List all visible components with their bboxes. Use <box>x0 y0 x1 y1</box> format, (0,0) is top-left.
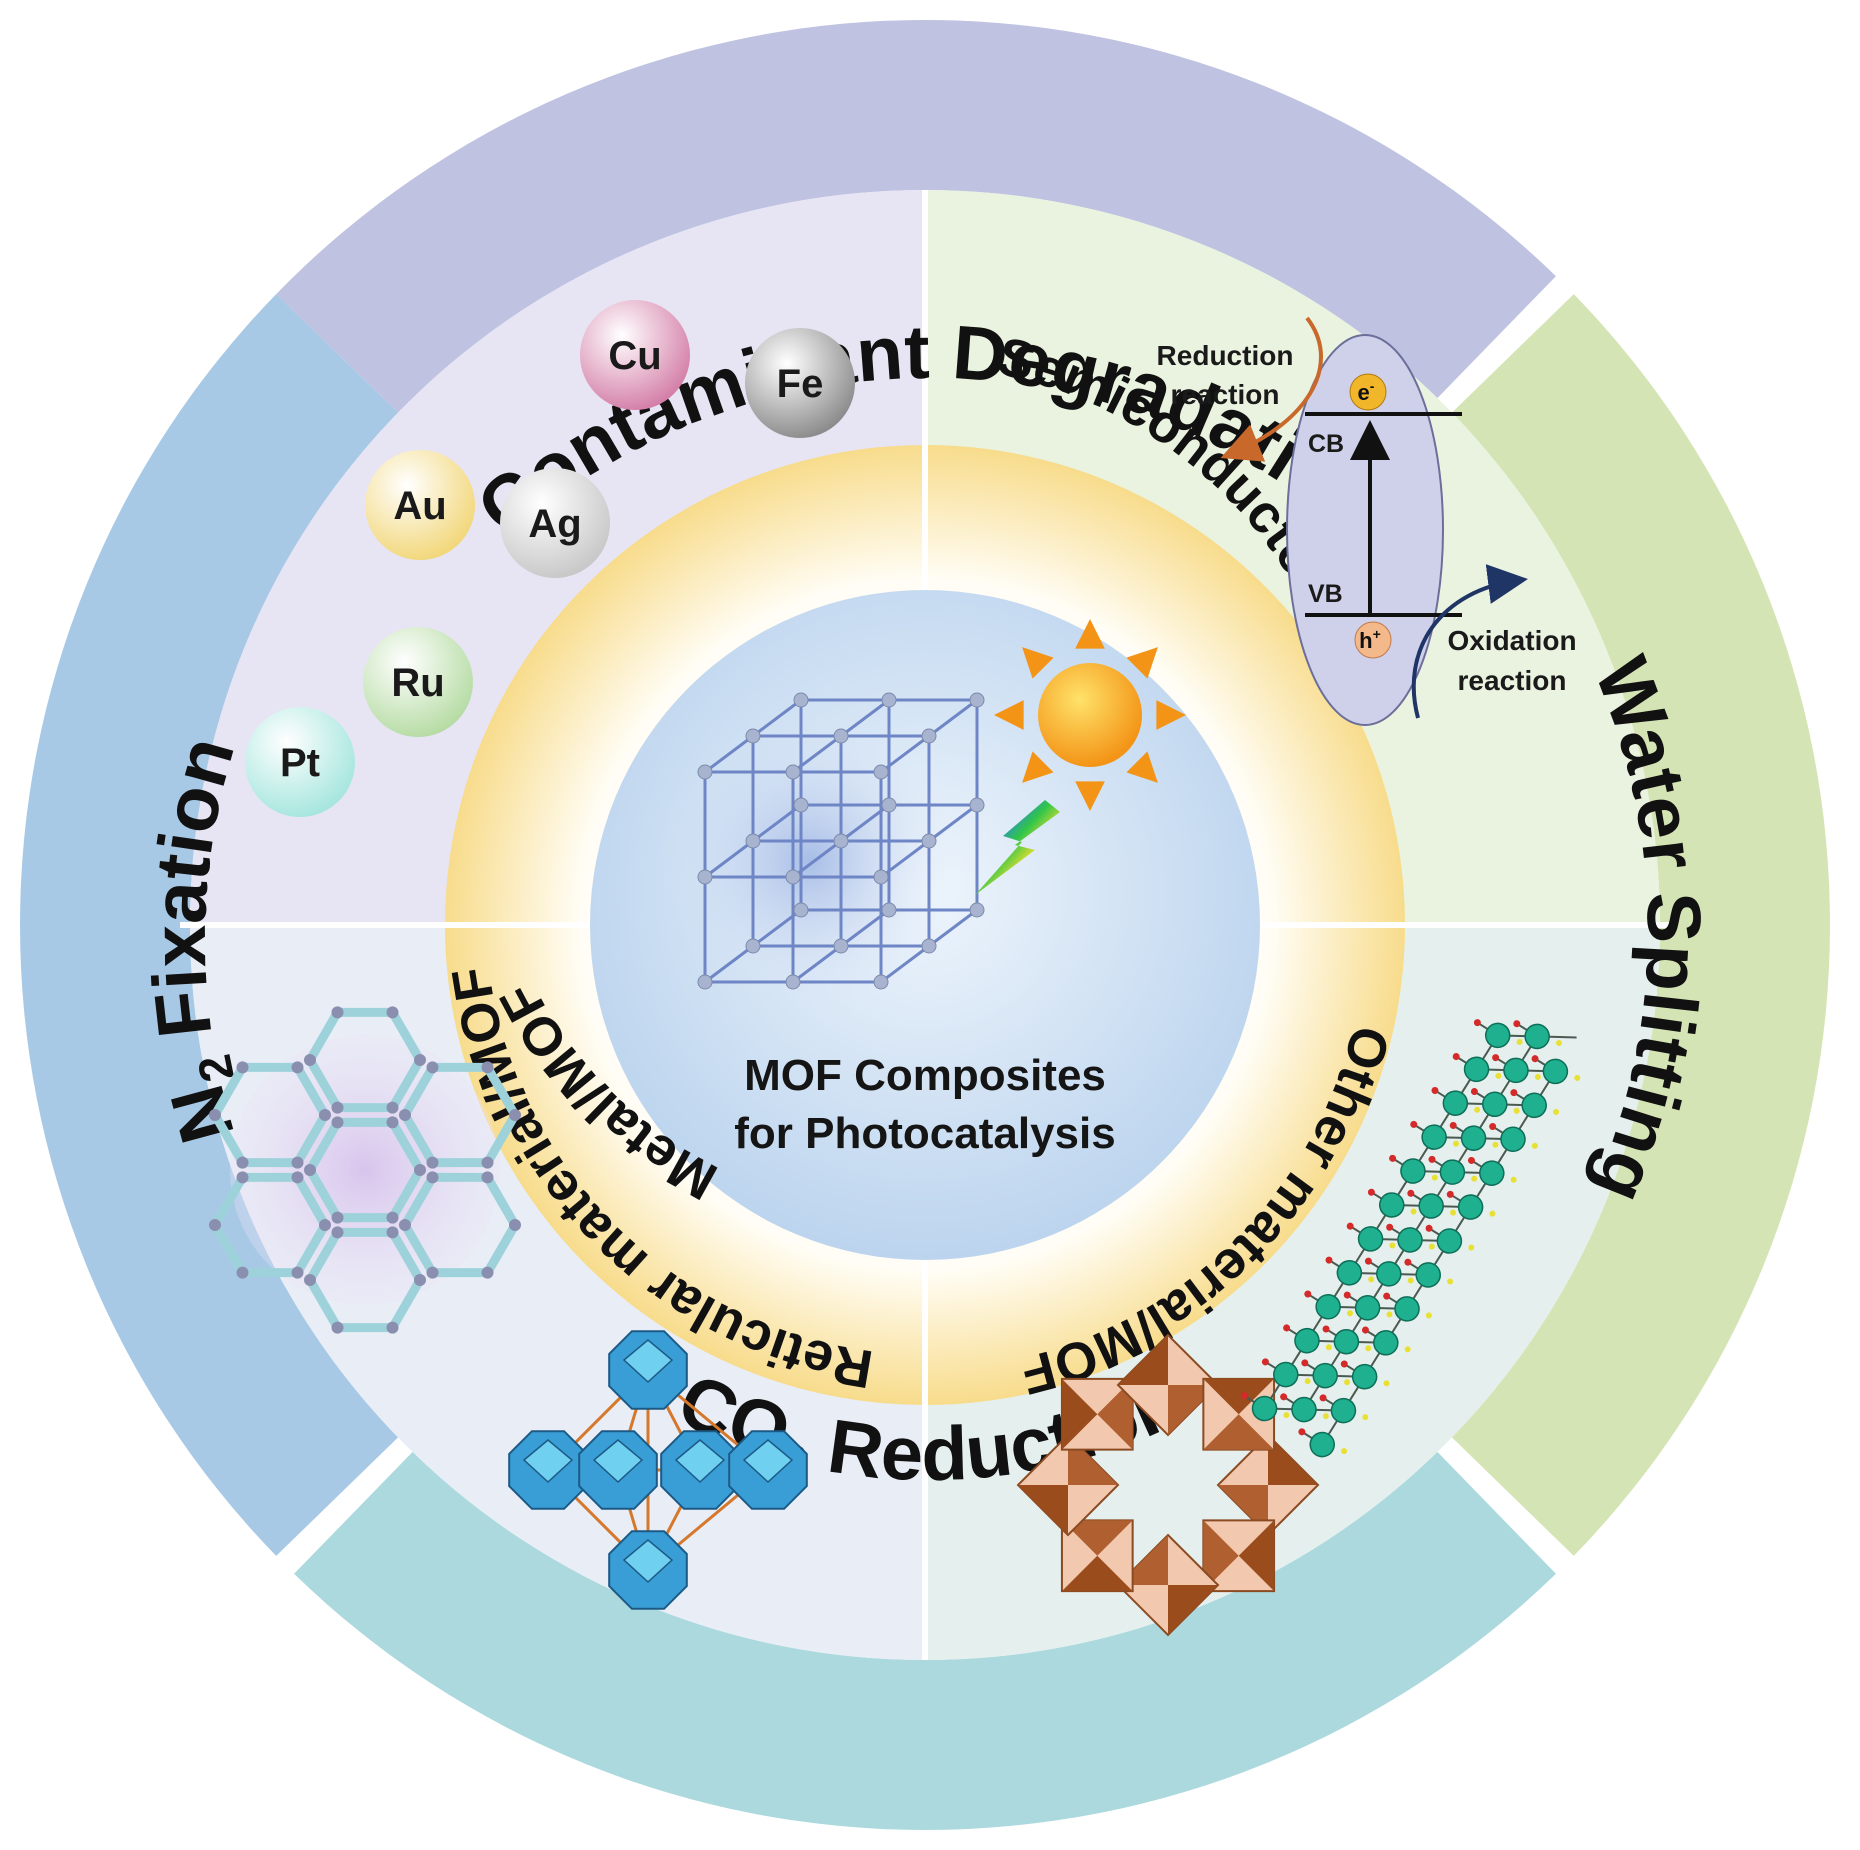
octahedra-ring-icon <box>1016 1333 1320 1637</box>
silver-sphere-icon: Ag <box>500 468 610 578</box>
gold-sphere-icon: Au <box>365 450 475 560</box>
semiconductor-particle <box>1286 334 1444 726</box>
center-title-line1: MOF Composites <box>744 1051 1106 1100</box>
sun-icon <box>994 619 1186 811</box>
polyhedra-framework-icon <box>508 1330 808 1610</box>
metal-symbol: Ag <box>528 502 581 546</box>
reduction-arrow <box>1220 316 1323 462</box>
vb-label: VB <box>1308 580 1343 608</box>
metal-symbol: Cu <box>608 334 661 378</box>
hole-icon <box>1354 621 1392 659</box>
metal-symbol: Pt <box>280 741 320 785</box>
metal-symbol: Au <box>393 484 446 528</box>
center-title-line2: for Photocatalysis <box>734 1109 1115 1158</box>
sector-n2-fixation <box>19 294 399 1556</box>
sector-contaminant-degradation <box>276 20 1556 413</box>
light-bolt-icon <box>975 800 1060 895</box>
nanosheet-structure-icon <box>1240 1019 1581 1458</box>
copper-sphere-icon: Cu <box>580 300 690 410</box>
metal-symbol: Fe <box>777 362 824 406</box>
band-diagram: e- h+ CB VB Reduction reaction Oxidation… <box>1157 316 1577 726</box>
oxidation-line2: reaction <box>1458 665 1567 696</box>
sector-co2-reduction <box>294 1451 1556 1830</box>
sector-water-splitting <box>1451 294 1830 1556</box>
oxidation-line1: Oxidation <box>1447 625 1576 656</box>
hole-label: h+ <box>1359 626 1381 653</box>
iron-sphere-icon: Fe <box>745 328 855 438</box>
electron-label: e- <box>1358 378 1375 405</box>
outer-ring <box>19 20 1830 1830</box>
platinum-sphere-icon: Pt <box>245 707 355 817</box>
mof-cube-lattice-icon <box>660 692 985 1010</box>
oxidation-arrow <box>1411 564 1528 719</box>
cb-label: CB <box>1308 430 1344 458</box>
electron-icon <box>1349 373 1387 411</box>
hexagonal-framework-icon <box>209 1006 521 1334</box>
metal-symbol: Ru <box>391 661 444 705</box>
reduction-line2: reaction <box>1171 379 1280 410</box>
reduction-line1: Reduction <box>1157 340 1294 371</box>
ruthenium-sphere-icon: Ru <box>363 627 473 737</box>
